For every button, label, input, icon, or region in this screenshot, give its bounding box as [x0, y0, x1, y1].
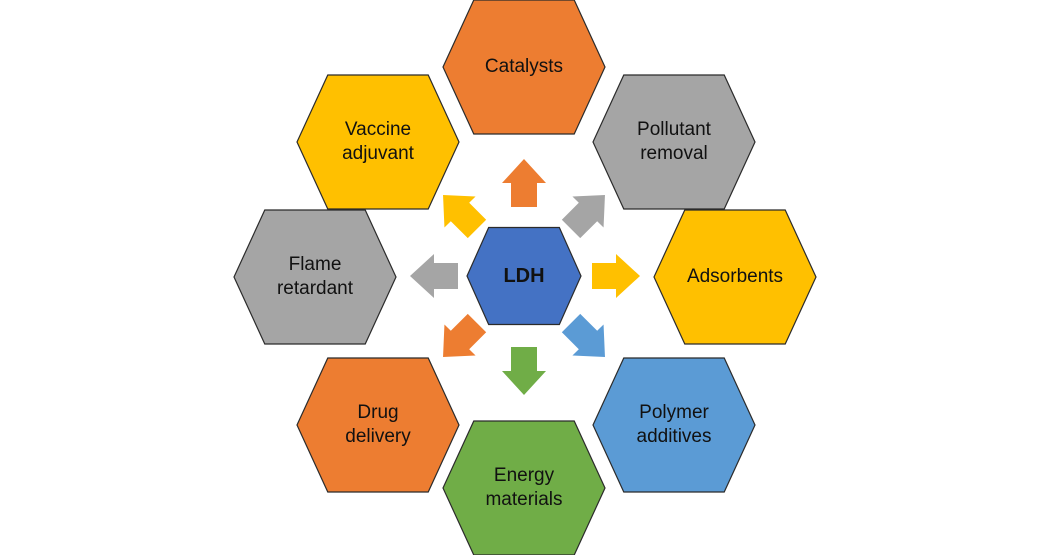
polymer-additives-hexagon — [592, 357, 756, 493]
label-line: Catalysts — [484, 56, 564, 77]
adsorbents-arrow — [592, 254, 640, 298]
energy-materials-label: Energy materials — [449, 464, 599, 512]
drug-delivery-label: Drug delivery — [303, 401, 453, 449]
flame-retardant-hexagon — [233, 209, 397, 345]
catalysts-label: Catalysts — [449, 55, 599, 79]
catalysts-hexagon — [442, 0, 606, 135]
label-line: removal — [640, 143, 708, 164]
flame-retardant-label: Flame retardant — [240, 253, 390, 301]
pollutant-removal-label: Pollutant removal — [599, 118, 749, 166]
adsorbents-label: Adsorbents — [660, 265, 810, 289]
energy-materials-arrow — [502, 347, 546, 395]
vaccine-adjuvant-hexagon — [296, 74, 460, 210]
label-line: additives — [636, 426, 712, 447]
pollutant-removal-hexagon — [592, 74, 756, 210]
drug-delivery-hexagon — [296, 357, 460, 493]
label-line: Vaccine — [344, 119, 412, 140]
energy-materials-hexagon — [442, 420, 606, 555]
label-line: Adsorbents — [686, 266, 784, 287]
label-line: Polymer — [639, 402, 709, 423]
label-line: Drug — [357, 402, 399, 423]
ldh-center-hexagon — [466, 226, 582, 326]
polymer-additives-label: Polymer additives — [599, 401, 749, 449]
vaccine-adjuvant-label: Vaccine adjuvant — [303, 118, 453, 166]
vaccine-adjuvant-arrow — [443, 195, 487, 239]
label-line: Pollutant — [637, 119, 711, 140]
polymer-additives-arrow — [561, 313, 605, 357]
flame-retardant-arrow — [410, 254, 458, 298]
label-line: Energy — [493, 465, 555, 486]
label-line: Flame — [288, 254, 342, 275]
drug-delivery-arrow — [443, 313, 487, 357]
catalysts-arrow — [502, 159, 546, 207]
label-line: materials — [485, 489, 563, 510]
adsorbents-hexagon — [653, 209, 817, 345]
label-line: adjuvant — [342, 143, 414, 164]
label-line: retardant — [276, 278, 354, 299]
label-line: delivery — [345, 426, 411, 447]
pollutant-removal-arrow — [561, 195, 605, 239]
center-label: LDH — [503, 265, 545, 287]
